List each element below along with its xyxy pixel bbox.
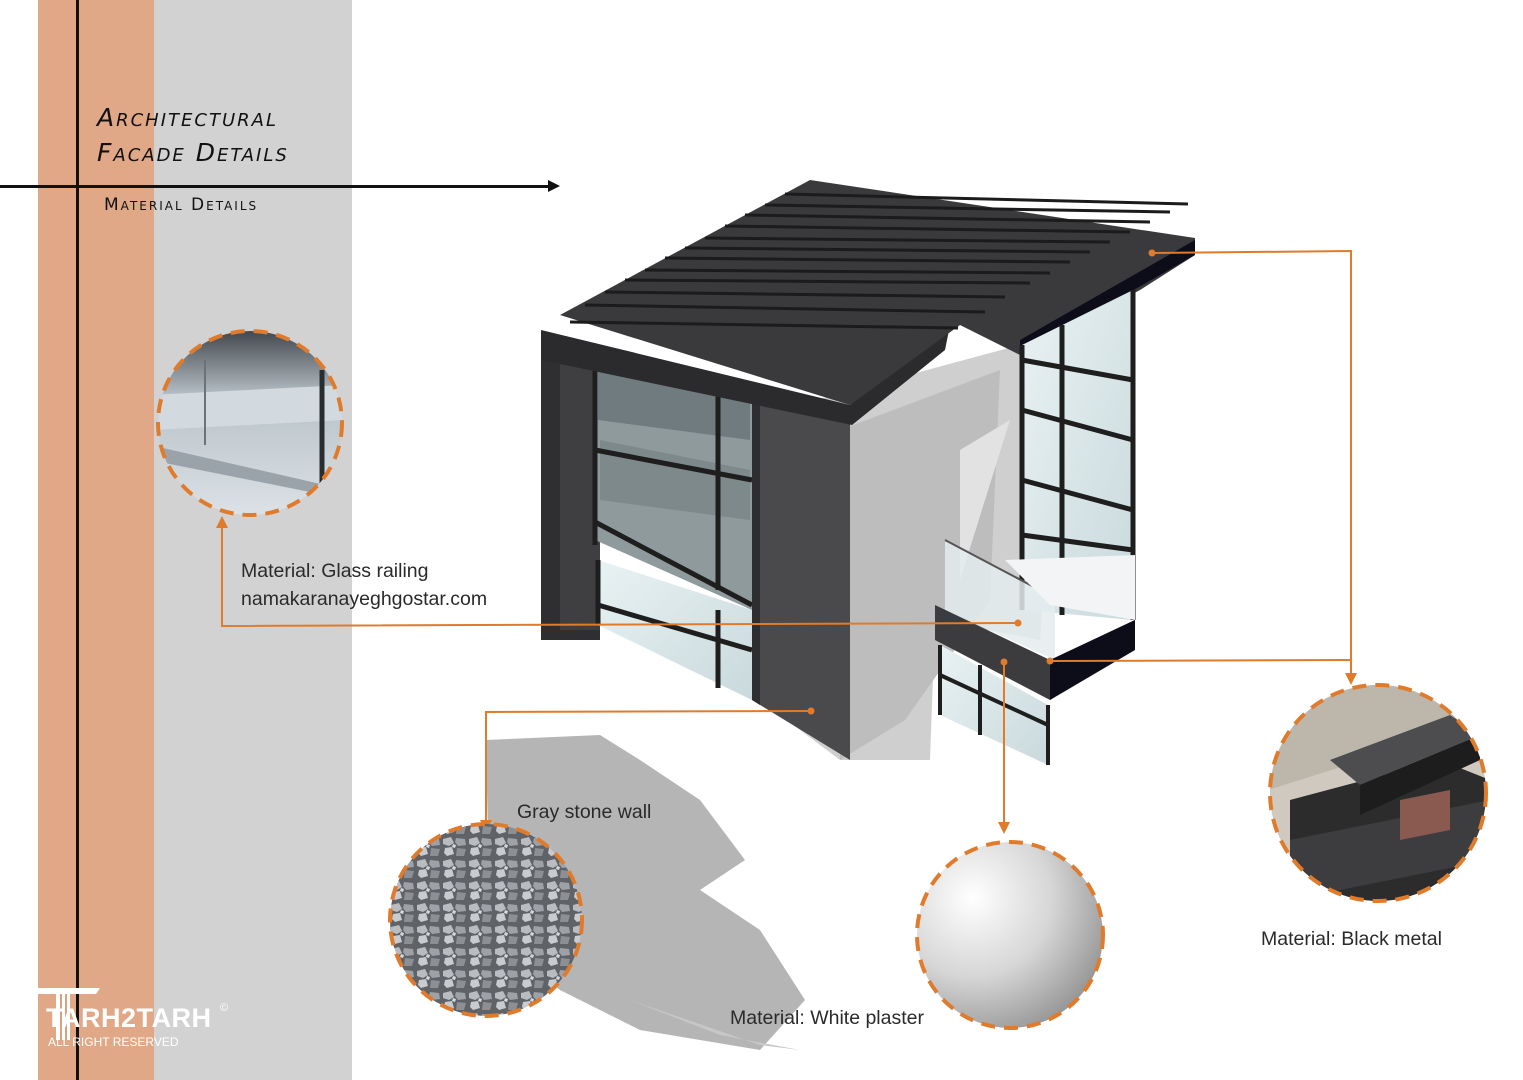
horizontal-rule (0, 185, 552, 188)
page-title: Architectural Facade Details (97, 100, 397, 170)
callout-dots (807, 249, 1156, 715)
callout-lines (221, 249, 1352, 825)
white-plaster-detail-circle (915, 840, 1105, 1030)
logo-copyright-mark: © (220, 1002, 229, 1014)
logo-pillar-icon (32, 988, 100, 1040)
vertical-rule (76, 0, 79, 1080)
glass-railing-source: namakaranayeghgostar.com (241, 588, 488, 610)
stone-wall-label: Gray stone wall (517, 801, 652, 823)
logo-wordmark: TARH2TARH (46, 1003, 212, 1033)
logo-rights: ALL RIGHT RESERVED (48, 1035, 179, 1049)
black-metal-detail-circle (1268, 683, 1488, 903)
decorative-band-orange (38, 0, 154, 1080)
page-subtitle: Material Details (104, 195, 259, 215)
white-plaster-label: Material: White plaster (730, 1007, 924, 1029)
stone-wall-detail-circle (388, 822, 584, 1018)
glass-railing-detail-circle (156, 329, 344, 517)
title-line-2: Facade Details (97, 138, 289, 167)
glass-railing-label: Material: Glass railing (241, 560, 429, 582)
building-model (541, 180, 1195, 765)
title-line-1: Architectural (97, 103, 278, 132)
black-metal-label: Material: Black metal (1261, 928, 1442, 950)
decorative-band-gray (154, 0, 352, 1080)
arrow-right-icon (548, 180, 560, 192)
